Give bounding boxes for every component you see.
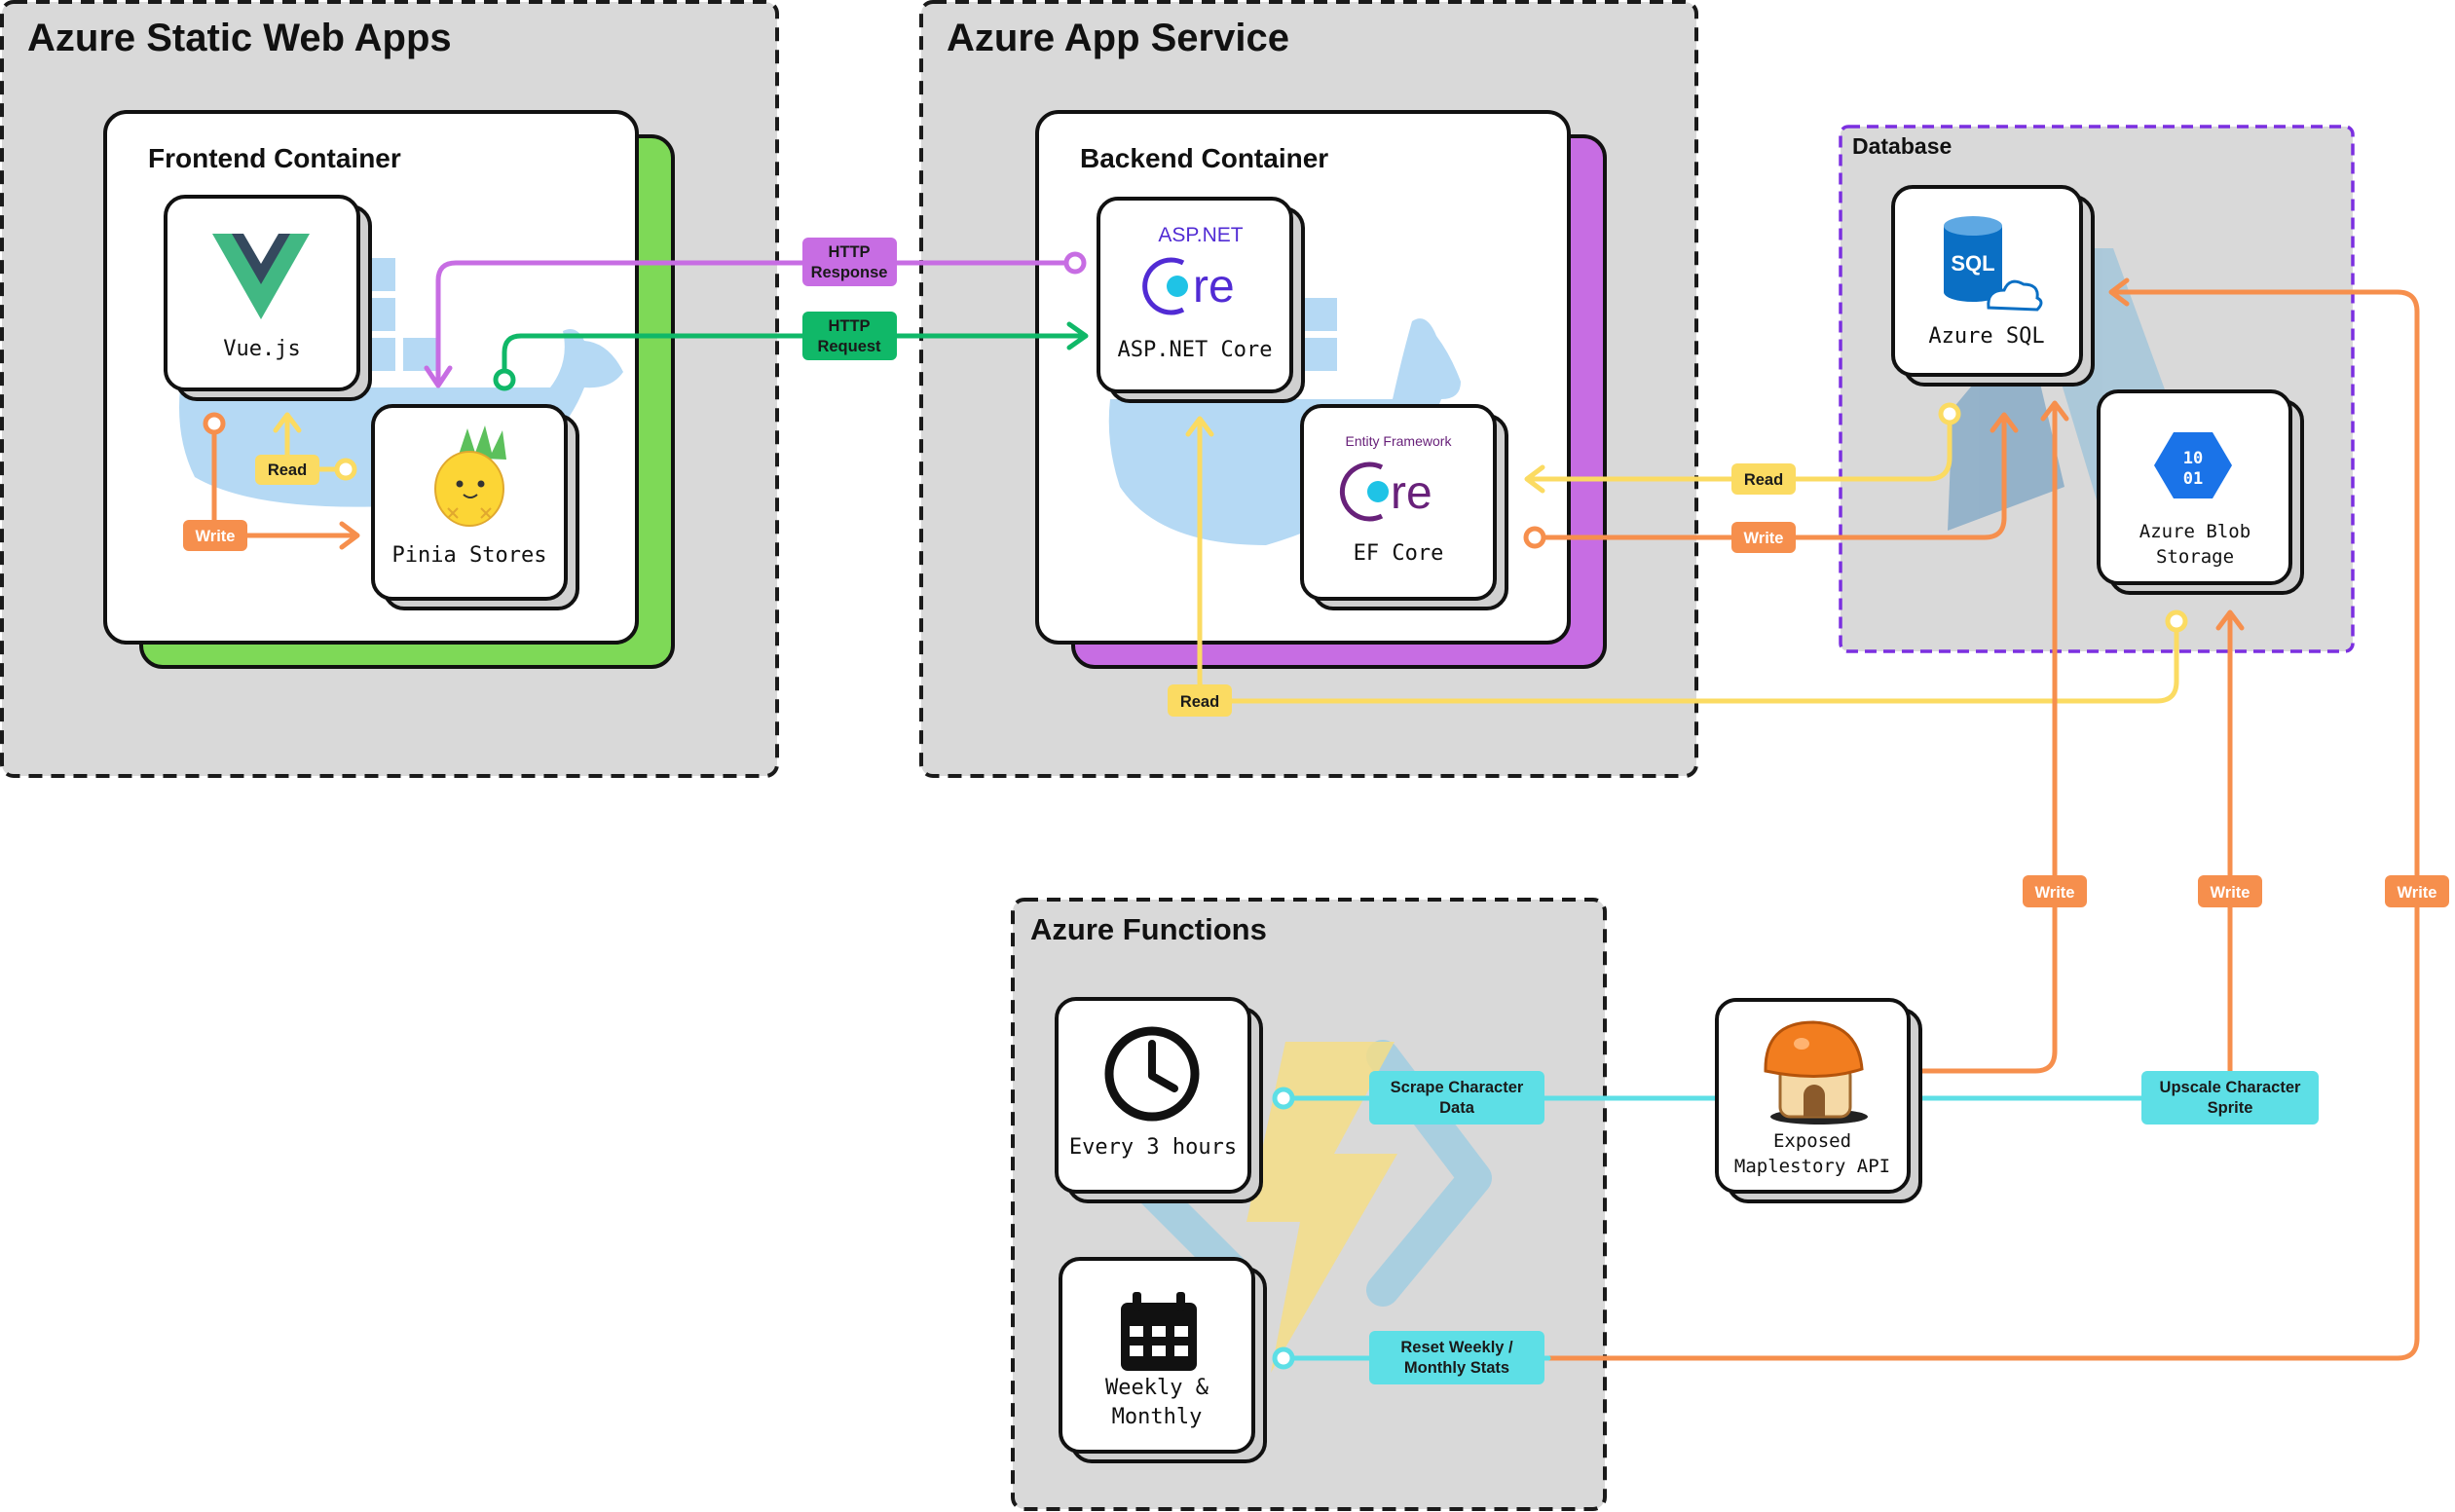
- azure-blob-icon: 10 01: [2154, 432, 2232, 498]
- vue-label: Vue.js: [223, 337, 300, 361]
- aspnet-core-logo-icon: ASP.NET re: [1142, 224, 1244, 315]
- svg-text:Write: Write: [196, 528, 236, 545]
- svg-text:Data: Data: [1439, 1099, 1475, 1117]
- maplestory-api-card: Exposed Maplestory API: [1715, 998, 1922, 1203]
- edge-http-request: [502, 333, 1086, 383]
- svg-text:re: re: [1193, 261, 1235, 313]
- svg-text:Write: Write: [2035, 884, 2075, 902]
- connectors: [203, 251, 2420, 1370]
- azure-blob-label-line1: Azure Blob: [2139, 521, 2250, 542]
- svg-text:Write: Write: [2211, 884, 2250, 902]
- label-http-response: HTTP Response: [802, 238, 897, 286]
- svg-text:Write: Write: [2398, 884, 2437, 902]
- aspnet-card: ASP.NET re ASP.NET Core: [1097, 197, 1305, 403]
- label-ef-write: Write: [1731, 522, 1796, 553]
- weekly-label-line2: Monthly: [1112, 1405, 1203, 1429]
- weekly-label-line1: Weekly &: [1105, 1376, 1209, 1400]
- vue-logo-icon: [212, 234, 310, 319]
- svg-text:Read: Read: [268, 461, 307, 479]
- pinia-logo-icon: [434, 425, 506, 527]
- svg-text:Response: Response: [811, 264, 888, 281]
- group-title-app-service: Azure App Service: [947, 17, 1289, 59]
- svg-text:ASP.NET: ASP.NET: [1158, 224, 1243, 246]
- svg-text:Scrape Character: Scrape Character: [1391, 1079, 1524, 1096]
- calendar-icon: [1121, 1292, 1197, 1371]
- every-3-hours-card: Every 3 hours: [1055, 997, 1263, 1203]
- svg-text:re: re: [1391, 467, 1432, 519]
- label-reset-weekly-monthly-stats: Reset Weekly / Monthly Stats: [1369, 1331, 1544, 1384]
- label-fe-write: Write: [183, 520, 247, 551]
- label-fe-read: Read: [255, 455, 319, 485]
- efcore-logo-icon: Entity Framework re: [1339, 433, 1453, 522]
- svg-text:Upscale Character: Upscale Character: [2160, 1079, 2301, 1096]
- every-3-hours-label: Every 3 hours: [1069, 1135, 1237, 1160]
- frontend-container-title: Frontend Container: [148, 143, 401, 173]
- edge-ef-write: [1532, 414, 2007, 540]
- weekly-monthly-card: Weekly & Monthly: [1059, 1257, 1267, 1463]
- svg-text:Request: Request: [817, 338, 881, 355]
- svg-text:Write: Write: [1744, 530, 1784, 547]
- svg-text:Monthly Stats: Monthly Stats: [1404, 1359, 1509, 1377]
- group-title-database: Database: [1852, 133, 1952, 159]
- label-reset-write: Write: [2385, 875, 2449, 907]
- azure-sql-label: Azure SQL: [1928, 324, 2044, 349]
- svg-text:Read: Read: [1180, 693, 1219, 711]
- svg-text:Reset Weekly /: Reset Weekly /: [1400, 1339, 1513, 1356]
- maplestory-label-line1: Exposed: [1773, 1130, 1851, 1152]
- svg-text:Entity Framework: Entity Framework: [1346, 433, 1453, 449]
- svg-text:HTTP: HTTP: [828, 243, 870, 261]
- label-http-request: HTTP Request: [802, 312, 897, 360]
- aspnet-label: ASP.NET Core: [1118, 338, 1273, 362]
- label-sql-write: Write: [2023, 875, 2087, 907]
- svg-text:HTTP: HTTP: [828, 317, 870, 335]
- edge-http-response: [435, 260, 1078, 385]
- svg-text:Read: Read: [1744, 471, 1783, 489]
- vue-card: Vue.js: [164, 195, 372, 401]
- svg-text:10: 10: [2183, 449, 2203, 468]
- pinia-card: Pinia Stores: [371, 404, 579, 610]
- maplestory-label-line2: Maplestory API: [1734, 1156, 1890, 1177]
- clock-icon: [1104, 1026, 1200, 1122]
- label-upscale-character-sprite: Upscale Character Sprite: [2141, 1071, 2319, 1125]
- azure-sql-card: SQL Azure SQL: [1891, 185, 2095, 387]
- label-blob-write: Write: [2198, 875, 2262, 907]
- edge-sql-write: [1916, 401, 2058, 1074]
- svg-text:01: 01: [2183, 469, 2203, 489]
- azure-sql-icon: SQL: [1944, 216, 2043, 312]
- efcore-label: EF Core: [1354, 541, 1444, 566]
- efcore-card: Entity Framework re EF Core: [1300, 404, 1508, 610]
- label-blob-read: Read: [1168, 684, 1232, 717]
- mushroom-house-icon: [1764, 1020, 1868, 1125]
- svg-text:Sprite: Sprite: [2208, 1099, 2253, 1117]
- group-title-static-web-apps: Azure Static Web Apps: [27, 17, 452, 59]
- group-title-functions: Azure Functions: [1030, 912, 1267, 946]
- label-ef-read: Read: [1731, 463, 1796, 495]
- pinia-label: Pinia Stores: [392, 543, 547, 568]
- edge-reset-write: [1545, 289, 2420, 1361]
- azure-blob-label-line2: Storage: [2156, 546, 2234, 568]
- label-scrape-character-data: Scrape Character Data: [1369, 1071, 1544, 1125]
- edge-ef-read: [1526, 411, 1953, 482]
- svg-text:SQL: SQL: [1951, 251, 1994, 276]
- backend-container-title: Backend Container: [1080, 143, 1328, 173]
- azure-blob-card: 10 01 Azure Blob Storage: [2097, 389, 2304, 595]
